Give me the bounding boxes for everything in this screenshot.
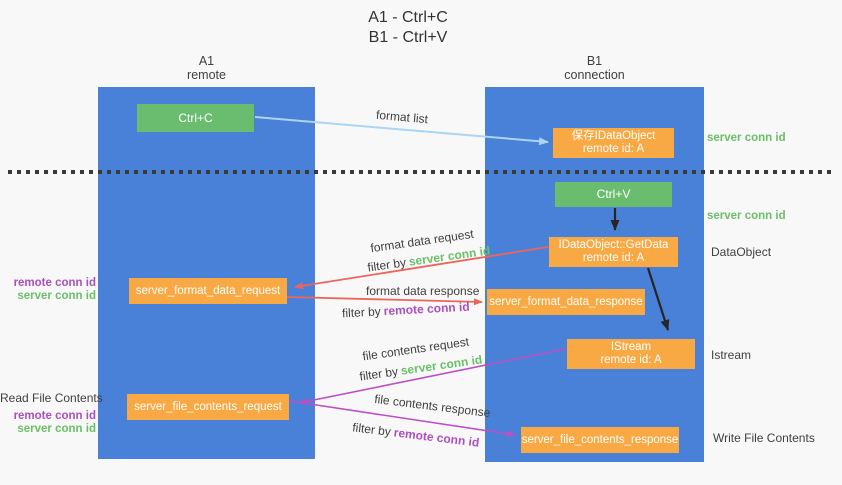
remote-conn-id-text: remote conn id [13, 277, 96, 289]
server-format-data-request-box: server_format_data_request [129, 278, 287, 304]
column-a-header: A1 remote [98, 54, 315, 82]
write-file-contents-annotation: Write File Contents [713, 431, 815, 445]
arrow-file-contents-response [289, 400, 516, 438]
title-line-1: A1 - Ctrl+C [368, 9, 448, 26]
column-a-role: remote [187, 68, 226, 82]
ctrl-v-label: Ctrl+V [596, 187, 631, 201]
column-b-header: B1 connection [485, 54, 704, 82]
format-response-label: server_format_data_response [489, 295, 643, 308]
server-file-contents-response-box: server_file_contents_response [521, 427, 679, 453]
arrow-getdata-to-istream [646, 267, 670, 331]
istream-annotation: Istream [711, 348, 752, 362]
copy-paste-divider-line [8, 170, 836, 174]
server-conn-id-annotation-top: server conn id [707, 132, 786, 144]
idataobject-getdata-box: IDataObject::GetData remote id: A [549, 237, 678, 267]
server-conn-id-text: server conn id [17, 290, 96, 302]
istream-box: IStream remote id: A [567, 339, 695, 369]
save-dataobject-line1: 保存IDataObject [571, 130, 656, 142]
ctrl-c-box: Ctrl+C [137, 104, 254, 132]
arrow-file-contents-request [298, 348, 566, 405]
format-data-response-label: format data response [366, 284, 480, 298]
dataobject-annotation: DataObject [711, 245, 772, 259]
server-conn-id-annotation-mid: server conn id [707, 210, 786, 222]
ctrl-v-box: Ctrl+V [555, 182, 672, 207]
read-file-contents-annotation: Read File Contents [0, 391, 103, 405]
remote-conn-id-text: remote conn id [13, 410, 96, 422]
column-b-role: connection [564, 68, 625, 82]
getdata-line2: remote id: A [582, 252, 645, 264]
filter-by-text: filter by [341, 304, 382, 321]
file-response-label: server_file_contents_response [521, 433, 679, 446]
title-line-2: B1 - Ctrl+V [368, 29, 448, 46]
save-dataobject-line2: remote id: A [582, 143, 645, 155]
save-dataobject-box: 保存IDataObject remote id: A [553, 128, 674, 158]
server-conn-id-text: server conn id [17, 423, 96, 435]
conn-id-annotation-left-2: remote conn id server conn id [0, 410, 96, 436]
file-request-label: server_file_contents_request [134, 400, 282, 413]
istream-line1: IStream [610, 341, 652, 353]
format-request-label: server_format_data_request [135, 284, 281, 297]
arrow-format-list [254, 116, 549, 146]
arrow-format-data-request [294, 246, 549, 290]
server-format-data-response-box: server_format_data_response [487, 289, 645, 315]
diagram-title: A1 - Ctrl+C B1 - Ctrl+V [278, 8, 538, 48]
server-file-contents-request-box: server_file_contents_request [127, 394, 289, 420]
ctrl-c-label: Ctrl+C [178, 110, 213, 125]
column-b-name: B1 [586, 54, 603, 68]
column-a-name: A1 [198, 54, 215, 68]
istream-line2: remote id: A [600, 354, 662, 366]
getdata-line1: IDataObject::GetData [558, 239, 669, 251]
arrow-format-data-response [286, 296, 483, 306]
conn-id-annotation-left-1: remote conn id server conn id [0, 277, 96, 303]
